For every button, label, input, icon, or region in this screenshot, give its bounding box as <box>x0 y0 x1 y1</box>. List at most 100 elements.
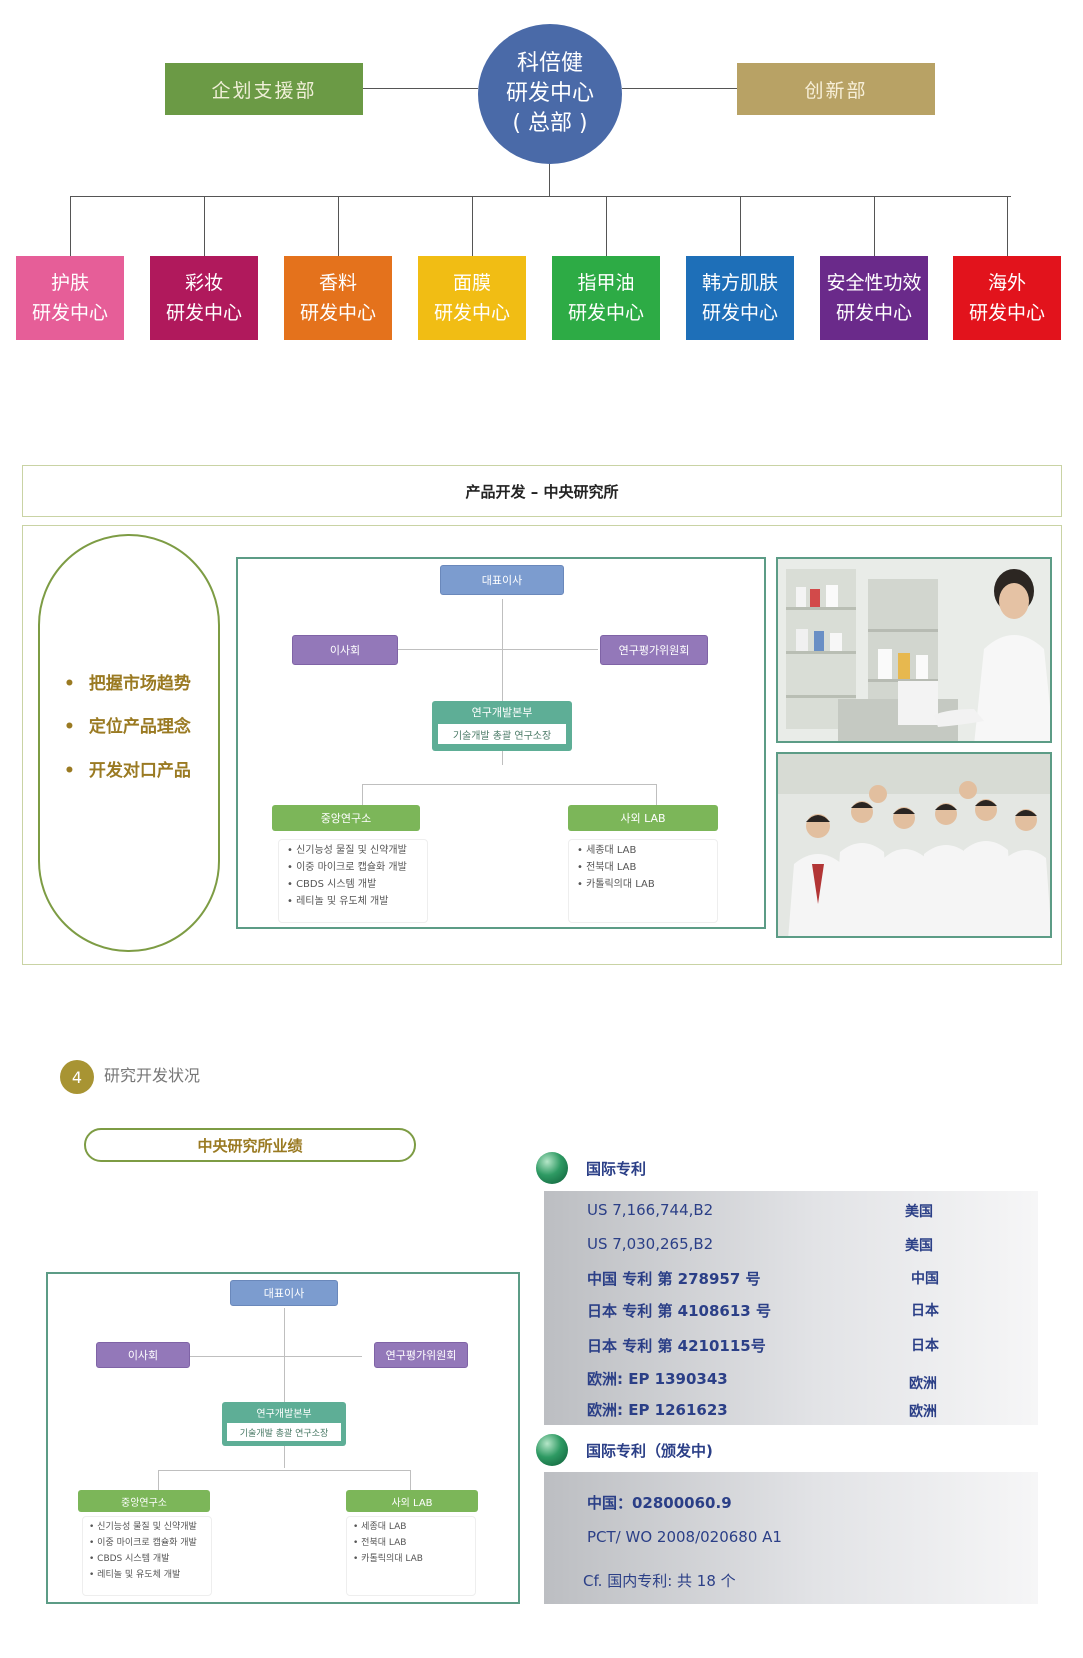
strategy-pill <box>38 534 220 952</box>
patent-country: 日本 <box>911 1303 939 1319</box>
connector-line <box>622 88 737 89</box>
bullet-text: 定位产品理念 <box>88 717 191 737</box>
connector-line <box>740 196 741 256</box>
product-dev-frame <box>22 525 1062 965</box>
list-item-text: 신기능성 물질 및 신약개발 <box>296 845 407 856</box>
list-item: • 이중 마이크로 캡슐화 개발 <box>287 862 407 873</box>
list-item-text: CBDS 시스템 개발 <box>97 1554 170 1564</box>
section-number: 4 <box>60 1060 94 1094</box>
patent-id: 日本 专利 第 4210115号 <box>587 1337 766 1355</box>
research-team-image <box>778 754 1050 936</box>
list-item: • CBDS 시스템 개발 <box>89 1554 170 1564</box>
product-dev-banner: 产品开发 – 中央研究所 <box>22 465 1062 517</box>
ceo-label: 대표이사 <box>481 574 523 587</box>
research-center-box: 韩方肌肤研发中心 <box>686 256 794 340</box>
patent-country: 美国 <box>905 1204 933 1220</box>
outside-lab-label: 사외 LAB <box>620 812 666 825</box>
list-item: • 카톨릭의대 LAB <box>577 879 655 890</box>
connector-line <box>338 196 339 256</box>
lab-photo <box>776 557 1052 743</box>
list-item: • 레티놀 및 유도체 개발 <box>287 896 389 907</box>
connector-line <box>549 164 550 196</box>
center-name: 香料 <box>318 272 357 294</box>
team-photo <box>776 752 1052 938</box>
research-center-box: 护肤研发中心 <box>16 256 124 340</box>
bullet-item: •定位产品理念 <box>64 717 191 737</box>
connector-line <box>398 649 598 650</box>
pending-patents-heading: 国际专利（颁发中) <box>586 1442 713 1460</box>
rd-hq-label: 연구개발본부 <box>256 1408 312 1420</box>
banner-title: 产品开发 – 中央研究所 <box>465 482 619 501</box>
list-item: • 레티놀 및 유도체 개발 <box>89 1570 181 1580</box>
research-center-box: 安全性功效研发中心 <box>820 256 928 340</box>
ceo-label: 대표이사 <box>263 1287 305 1300</box>
green-orb-icon <box>536 1152 568 1184</box>
list-item-text: 세종대 LAB <box>586 845 637 856</box>
center-name: 海外 <box>987 272 1026 294</box>
list-item-text: CBDS 시스템 개발 <box>296 879 377 890</box>
patent-id: 欧洲: EP 1390343 <box>587 1370 728 1388</box>
connector-line <box>284 1308 285 1468</box>
dept-label: 创新部 <box>804 79 868 102</box>
list-item: • 세종대 LAB <box>353 1522 407 1532</box>
list-item-text: 카톨릭의대 LAB <box>586 879 655 890</box>
connector-line <box>1007 196 1008 256</box>
patent-id: 中国 专利 第 278957 号 <box>587 1270 761 1288</box>
pending-patents-panel <box>544 1472 1038 1604</box>
planning-support-dept: 企划支援部 <box>165 63 363 115</box>
eval-committee-box: 연구평가위원회 <box>374 1342 468 1368</box>
hq-line-3: ( 总部 ) <box>512 111 588 136</box>
connector-line <box>362 784 363 812</box>
research-center-box: 指甲油研发中心 <box>552 256 660 340</box>
outside-lab-list: • 세종대 LAB • 전북대 LAB • 카톨릭의대 LAB <box>568 839 718 923</box>
outside-lab-box: 사외 LAB <box>346 1490 478 1512</box>
section-number-text: 4 <box>71 1067 83 1087</box>
center-name: 韩方肌肤 <box>701 272 778 294</box>
connector-line <box>656 784 657 812</box>
board-label: 이사회 <box>329 644 361 657</box>
board-label: 이사회 <box>127 1349 159 1362</box>
center-suffix: 研发中心 <box>968 302 1045 324</box>
eval-label: 연구평가위원회 <box>618 644 690 657</box>
lab-research-image <box>778 559 1050 741</box>
ceo-box: 대표이사 <box>230 1280 338 1306</box>
korean-org-chart-small: 대표이사 이사회 연구평가위원회 연구개발본부 기술개발 총괄 연구소장 중앙연… <box>46 1272 520 1604</box>
list-item-text: 레티놀 및 유도체 개발 <box>97 1570 181 1580</box>
center-suffix: 研发中心 <box>433 302 510 324</box>
connector-line <box>472 196 473 256</box>
hq-line-1: 科倍健 <box>516 51 583 76</box>
central-lab-list: • 신기능성 물질 및 신약개발 • 이중 마이크로 캡슐화 개발 • CBDS… <box>278 839 428 923</box>
eval-label: 연구평가위원회 <box>385 1349 457 1362</box>
connector-line <box>502 599 503 765</box>
outside-lab-box: 사외 LAB <box>568 805 718 831</box>
connector-line <box>70 196 1011 197</box>
central-lab-box: 중앙연구소 <box>78 1490 210 1512</box>
list-item: • 신기능성 물질 및 신약개발 <box>287 845 407 856</box>
patent-country: 欧洲 <box>909 1376 937 1392</box>
central-lab-label: 중앙연구소 <box>121 1497 167 1509</box>
eval-committee-box: 연구평가위원회 <box>600 635 708 665</box>
green-orb-icon <box>536 1434 568 1466</box>
connector-line <box>204 196 205 256</box>
outside-lab-label: 사외 LAB <box>391 1497 433 1509</box>
patent-id: US 7,030,265,B2 <box>587 1235 714 1253</box>
patent-id: 日本 专利 第 4108613 号 <box>587 1302 771 1320</box>
center-suffix: 研发中心 <box>165 302 242 324</box>
pending-patent-item: 中国：02800060.9 <box>587 1494 732 1512</box>
list-item-text: 전북대 LAB <box>361 1538 407 1548</box>
center-name: 彩妆 <box>184 272 223 294</box>
list-item-text: 카톨릭의대 LAB <box>361 1554 423 1564</box>
pending-patent-item: PCT/ WO 2008/020680 A1 <box>587 1528 782 1546</box>
research-center-box: 香料研发中心 <box>284 256 392 340</box>
center-suffix: 研发中心 <box>701 302 778 324</box>
rd-hq-label: 연구개발본부 <box>471 706 533 719</box>
bullet-text: 开发对口产品 <box>88 761 191 781</box>
center-suffix: 研发中心 <box>567 302 644 324</box>
patent-id: US 7,166,744,B2 <box>587 1201 714 1219</box>
connector-line <box>158 1470 159 1490</box>
patent-country: 美国 <box>905 1238 933 1254</box>
central-lab-list: • 신기능성 물질 및 신약개발 • 이중 마이크로 캡슐화 개발 • CBDS… <box>82 1516 212 1596</box>
center-name: 安全性功效 <box>826 272 922 294</box>
list-item-text: 이중 마이크로 캡슐화 개발 <box>97 1538 197 1548</box>
rd-hq-box: 연구개발본부 기술개발 총괄 연구소장 <box>222 1402 346 1446</box>
